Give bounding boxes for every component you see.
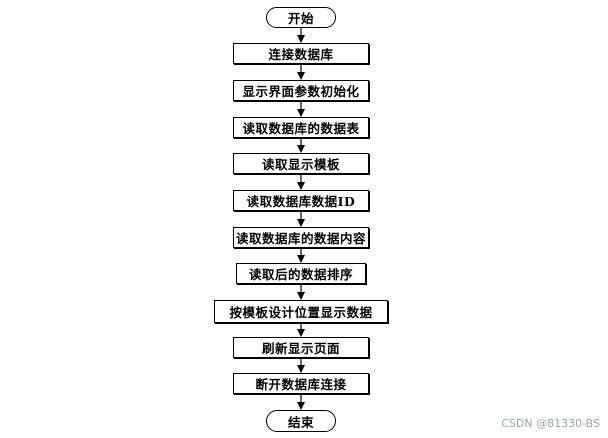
step-refresh-page: 刷新显示页面 (233, 337, 369, 358)
step-label: 按模板设计位置显示数据 (229, 305, 373, 320)
start-label: 开始 (287, 11, 314, 26)
step-label: 读取数据库的数据内容 (235, 231, 366, 246)
step-read-tables: 读取数据库的数据表 (233, 117, 369, 138)
end-node: 结束 (266, 410, 336, 432)
watermark: CSDN @81330-BS (501, 417, 600, 430)
step-read-template: 读取显示模板 (233, 153, 369, 174)
step-label: 读取数据库的数据表 (242, 121, 360, 136)
step-label: 显示界面参数初始化 (242, 84, 360, 99)
step-label: 刷新显示页面 (261, 341, 340, 356)
step-read-data-id: 读取数据库数据ID (233, 190, 369, 211)
step-sort-data: 读取后的数据排序 (236, 263, 366, 284)
start-node: 开始 (266, 7, 336, 28)
step-init-display-params: 显示界面参数初始化 (233, 80, 369, 101)
step-label: 读取后的数据排序 (248, 267, 353, 282)
end-label: 结束 (287, 414, 314, 430)
step-read-data-content: 读取数据库的数据内容 (233, 227, 369, 248)
step-label: 读取数据库数据ID (246, 194, 356, 209)
step-label: 读取显示模板 (261, 157, 340, 172)
step-connect-database: 连接数据库 (233, 43, 369, 64)
step-label: 断开数据库连接 (255, 377, 347, 392)
step-label: 连接数据库 (268, 47, 334, 62)
step-disconnect-database: 断开数据库连接 (233, 373, 369, 394)
step-display-by-template: 按模板设计位置显示数据 (214, 300, 388, 323)
